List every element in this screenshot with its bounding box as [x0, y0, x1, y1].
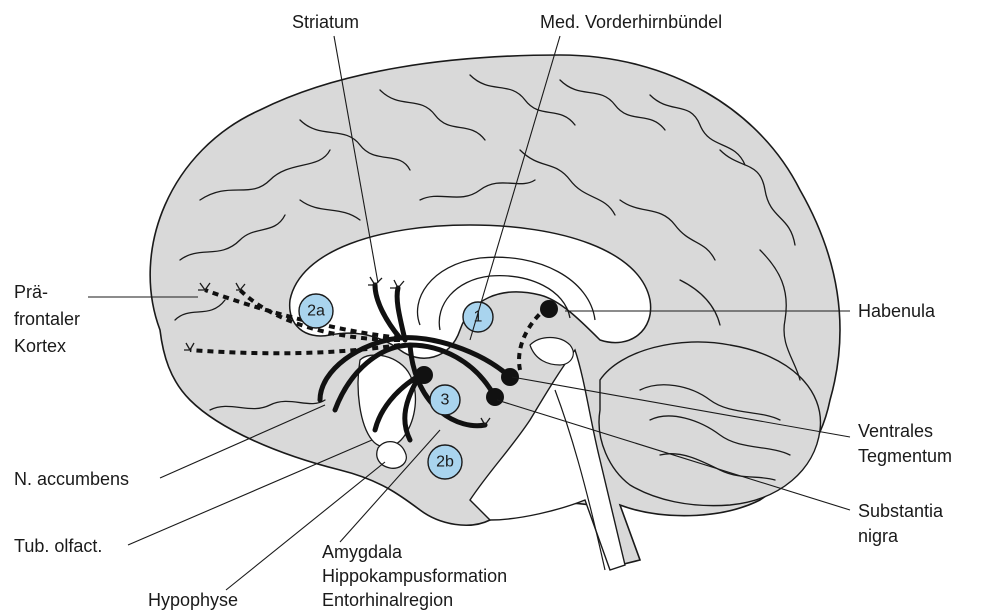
substantia-nigra-node [486, 388, 504, 406]
label-ventrales-2: Tegmentum [858, 446, 952, 466]
ventral-tegmentum-node [501, 368, 519, 386]
badge-1: 1 [463, 302, 493, 332]
badge-2a: 2a [299, 294, 333, 328]
label-hippokampus: Hippokampusformation [322, 566, 507, 586]
label-habenula: Habenula [858, 301, 936, 321]
hypothalamus-node [415, 366, 433, 384]
label-ventrales-1: Ventrales [858, 421, 933, 441]
label-olfact: Tub. olfact. [14, 536, 102, 556]
label-mfb: Med. Vorderhirnbündel [540, 12, 722, 32]
label-praefrontal-3: Kortex [14, 336, 66, 356]
svg-text:3: 3 [441, 392, 450, 409]
label-substantia-1: Substantia [858, 501, 944, 521]
label-praefrontal-2: frontaler [14, 309, 80, 329]
label-substantia-2: nigra [858, 526, 899, 546]
svg-text:2b: 2b [436, 454, 454, 471]
habenula-node [540, 300, 558, 318]
badge-2b: 2b [428, 445, 462, 479]
label-amygdala: Amygdala [322, 542, 403, 562]
label-entorhinal: Entorhinalregion [322, 590, 453, 610]
svg-text:2a: 2a [307, 303, 325, 320]
label-accumbens: N. accumbens [14, 469, 129, 489]
label-striatum: Striatum [292, 12, 359, 32]
badge-3: 3 [430, 385, 460, 415]
label-hypophyse: Hypophyse [148, 590, 238, 610]
cerebellum [599, 342, 820, 506]
label-praefrontal-1: Prä- [14, 282, 48, 302]
